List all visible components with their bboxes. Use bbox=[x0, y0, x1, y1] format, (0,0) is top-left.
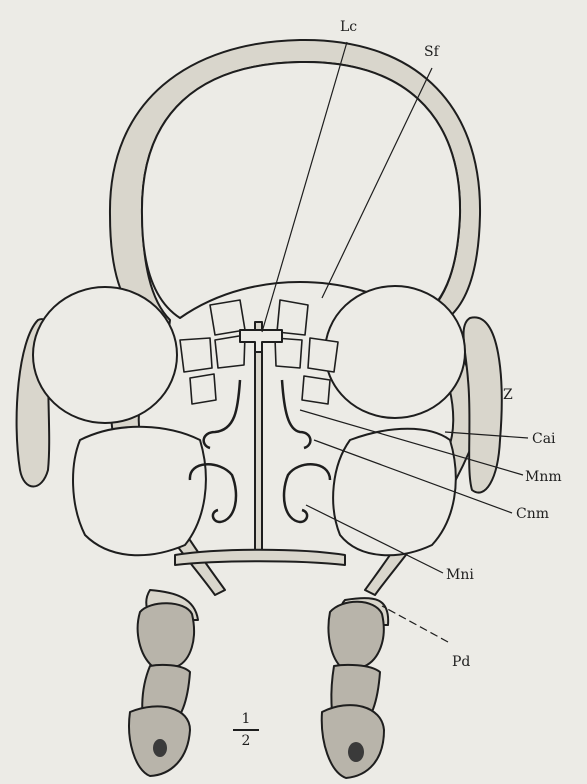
scale-numerator: 1 bbox=[242, 711, 251, 727]
label-sf: Sf bbox=[424, 45, 439, 59]
tooth-right-lower bbox=[322, 705, 384, 778]
orbit-right bbox=[325, 286, 465, 418]
cranial-cavity bbox=[142, 62, 460, 318]
leader-pd bbox=[382, 606, 448, 642]
orbit-left bbox=[33, 287, 177, 423]
fraction-bar bbox=[233, 729, 259, 731]
label-cnm: Cnm bbox=[516, 507, 549, 521]
tooth-left-crown bbox=[138, 603, 194, 666]
label-mni: Mni bbox=[446, 568, 474, 582]
maxillary-sinus-left bbox=[73, 427, 206, 555]
label-mnm: Mnm bbox=[525, 470, 562, 484]
nasal-septum bbox=[255, 322, 262, 560]
tooth-right-crown bbox=[328, 602, 383, 666]
label-cai: Cai bbox=[532, 432, 556, 446]
hard-palate bbox=[175, 550, 345, 565]
label-pd: Pd bbox=[452, 655, 470, 669]
scale-fraction: 1 2 bbox=[233, 712, 259, 748]
maxillary-sinus-right bbox=[333, 429, 456, 555]
label-lc: Lc bbox=[340, 20, 357, 34]
scale-denominator: 2 bbox=[242, 733, 251, 749]
zygomatic-right bbox=[464, 317, 502, 492]
label-z: Z bbox=[503, 388, 513, 402]
